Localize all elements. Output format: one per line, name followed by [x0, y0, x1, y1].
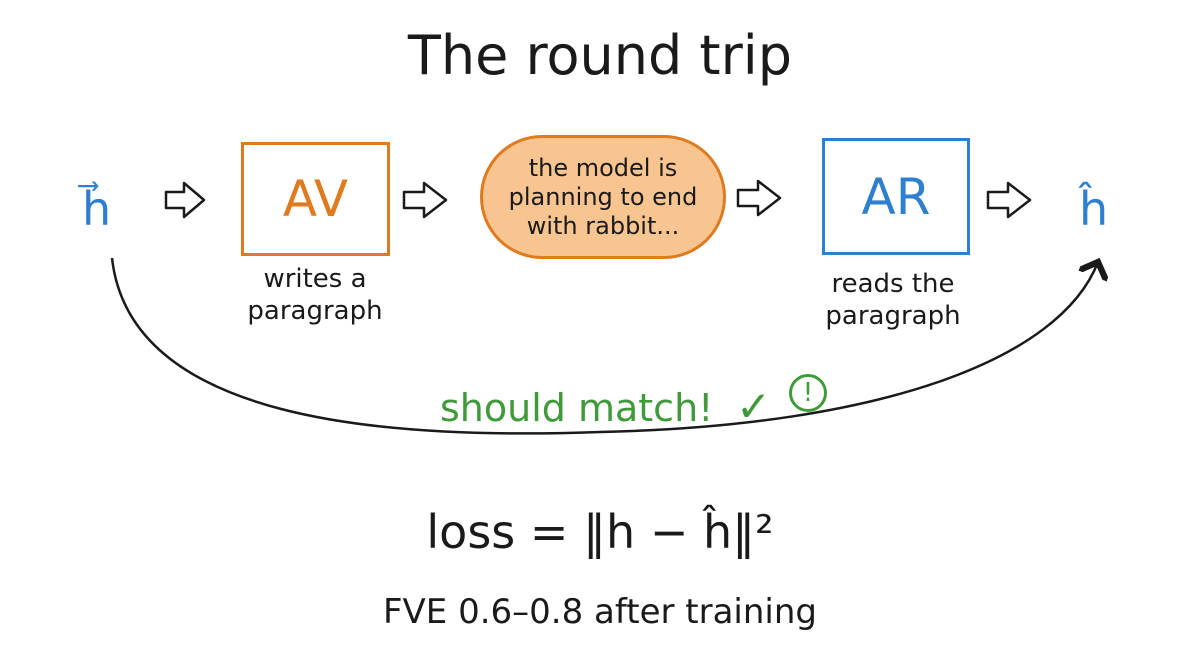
flow-arrow-1	[164, 181, 206, 219]
flow-arrow-3	[736, 179, 782, 217]
return-arc	[110, 257, 1098, 435]
input-vector-label: h⃗	[82, 182, 112, 236]
encoder-caption: writes a paragraph	[247, 264, 383, 326]
match-label: should match!	[440, 386, 714, 430]
encoder-label: AV	[282, 170, 349, 228]
thought-text: the model is planning to end with rabbit…	[508, 153, 698, 240]
fve-note: FVE 0.6–0.8 after training	[382, 592, 817, 632]
flow-arrow-2	[402, 181, 448, 219]
decoder-caption: reads the paragraph	[825, 269, 961, 331]
decoder-box: AR	[822, 138, 970, 255]
diagram-title: The round trip	[407, 24, 793, 87]
output-vector-label: ĥ	[1079, 182, 1109, 236]
thought-bubble: the model is planning to end with rabbit…	[480, 135, 726, 259]
flow-arrow-4	[986, 181, 1032, 219]
decoder-label: AR	[861, 167, 931, 226]
exclamation-circle-icon: !	[789, 374, 827, 412]
encoder-box: AV	[241, 142, 390, 256]
checkmark-icon: ✓	[736, 382, 772, 431]
loss-formula: loss = ‖h − ĥ‖²	[426, 505, 774, 559]
